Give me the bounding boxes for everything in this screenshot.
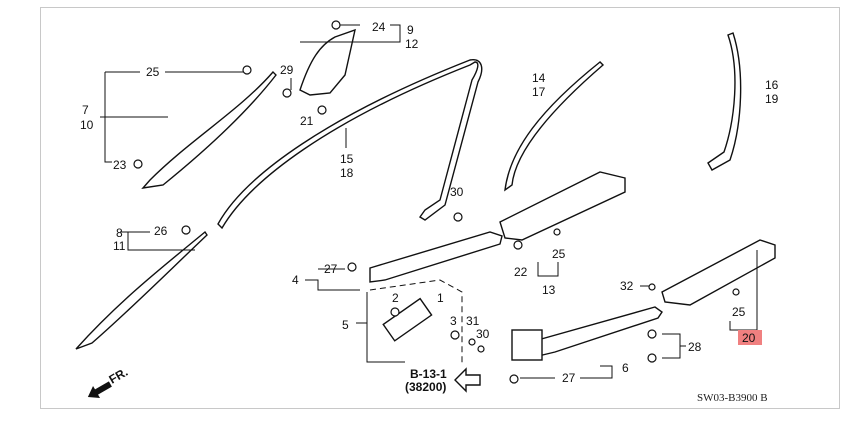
label-5[interactable]: 5 — [342, 318, 349, 332]
rear-pillar-weatherstrip[interactable] — [707, 32, 742, 171]
label-27[interactable]: 27 — [324, 262, 338, 276]
label-6[interactable]: 6 — [622, 361, 629, 375]
label-14[interactable]: 14 — [532, 71, 546, 85]
lower-pillar-trim[interactable] — [75, 230, 208, 350]
label-28[interactable]: 28 — [688, 340, 702, 354]
sill-rail-front[interactable] — [369, 231, 503, 283]
sill-garnish-13[interactable] — [499, 171, 626, 241]
bracket-5[interactable] — [382, 297, 433, 342]
rear-weatherstrip[interactable] — [504, 61, 605, 192]
a-pillar-trim[interactable] — [141, 70, 277, 189]
label-18[interactable]: 18 — [340, 166, 354, 180]
label-22[interactable]: 22 — [514, 265, 528, 279]
label-13[interactable]: 13 — [542, 283, 556, 297]
label-21[interactable]: 21 — [300, 114, 314, 128]
label-12[interactable]: 12 — [405, 37, 419, 51]
label-32[interactable]: 32 — [620, 279, 634, 293]
label-7[interactable]: 7 — [82, 103, 89, 117]
label-30b[interactable]: 30 — [476, 327, 490, 341]
reference-arrow-icon — [454, 367, 481, 393]
label-31[interactable]: 31 — [466, 314, 480, 328]
reference-number[interactable]: (38200) — [405, 380, 446, 394]
label-23[interactable]: 23 — [113, 158, 127, 172]
label-1[interactable]: 1 — [437, 291, 444, 305]
bracket-6[interactable] — [511, 329, 543, 361]
label-20[interactable]: 20 — [742, 331, 756, 345]
diagram-code: SW03-B3900 B — [697, 392, 768, 404]
quarter-trim[interactable] — [299, 28, 356, 96]
label-15[interactable]: 15 — [340, 152, 354, 166]
label-25c[interactable]: 25 — [732, 305, 746, 319]
front-label: FR. — [107, 365, 131, 387]
label-8[interactable]: 8 — [116, 226, 123, 240]
label-11[interactable]: 11 — [113, 239, 126, 253]
label-4[interactable]: 4 — [292, 273, 299, 287]
front-direction-arrow-icon — [87, 381, 112, 399]
label-10[interactable]: 10 — [80, 118, 94, 132]
sill-garnish-20[interactable] — [661, 239, 776, 306]
reference-section[interactable]: B-13-1 — [410, 367, 447, 381]
clip-fasteners — [133, 20, 740, 384]
label-19[interactable]: 19 — [765, 92, 779, 106]
label-9[interactable]: 9 — [407, 23, 414, 37]
label-2[interactable]: 2 — [392, 291, 399, 305]
label-3[interactable]: 3 — [450, 314, 457, 328]
label-30[interactable]: 30 — [450, 185, 464, 199]
door-weatherstrip[interactable] — [217, 59, 483, 230]
label-27b[interactable]: 27 — [562, 371, 576, 385]
diagram-frame — [40, 7, 840, 409]
highlight-20 — [738, 330, 762, 345]
label-16[interactable]: 16 — [765, 78, 779, 92]
label-17[interactable]: 17 — [532, 85, 546, 99]
label-29[interactable]: 29 — [280, 63, 294, 77]
label-25[interactable]: 25 — [146, 65, 160, 79]
label-26[interactable]: 26 — [154, 224, 168, 238]
label-25b[interactable]: 25 — [552, 247, 566, 261]
label-24[interactable]: 24 — [372, 20, 386, 34]
